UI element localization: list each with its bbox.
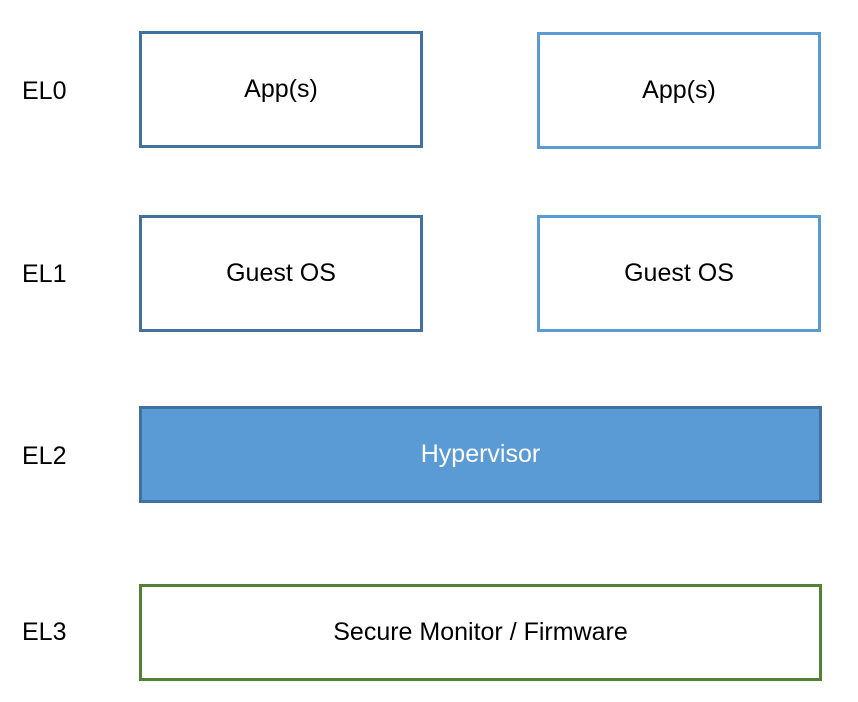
hypervisor-label: Hypervisor	[420, 440, 541, 468]
level-label-el2: EL2	[22, 442, 67, 470]
guest-os-box-right-label: Guest OS	[624, 259, 734, 287]
level-label-el3: EL3	[22, 618, 67, 646]
app-box-right-label: App(s)	[642, 76, 716, 104]
app-box-left: App(s)	[139, 31, 423, 148]
guest-os-box-right: Guest OS	[537, 215, 821, 332]
app-box-right: App(s)	[537, 32, 821, 149]
guest-os-box-left: Guest OS	[139, 215, 423, 332]
level-label-el0: EL0	[22, 77, 67, 105]
app-box-left-label: App(s)	[244, 75, 318, 103]
firmware-box: Secure Monitor / Firmware	[139, 584, 822, 681]
firmware-label: Secure Monitor / Firmware	[333, 618, 628, 646]
guest-os-box-left-label: Guest OS	[226, 259, 336, 287]
hypervisor-box: Hypervisor	[139, 406, 822, 503]
level-label-el1: EL1	[22, 260, 67, 288]
